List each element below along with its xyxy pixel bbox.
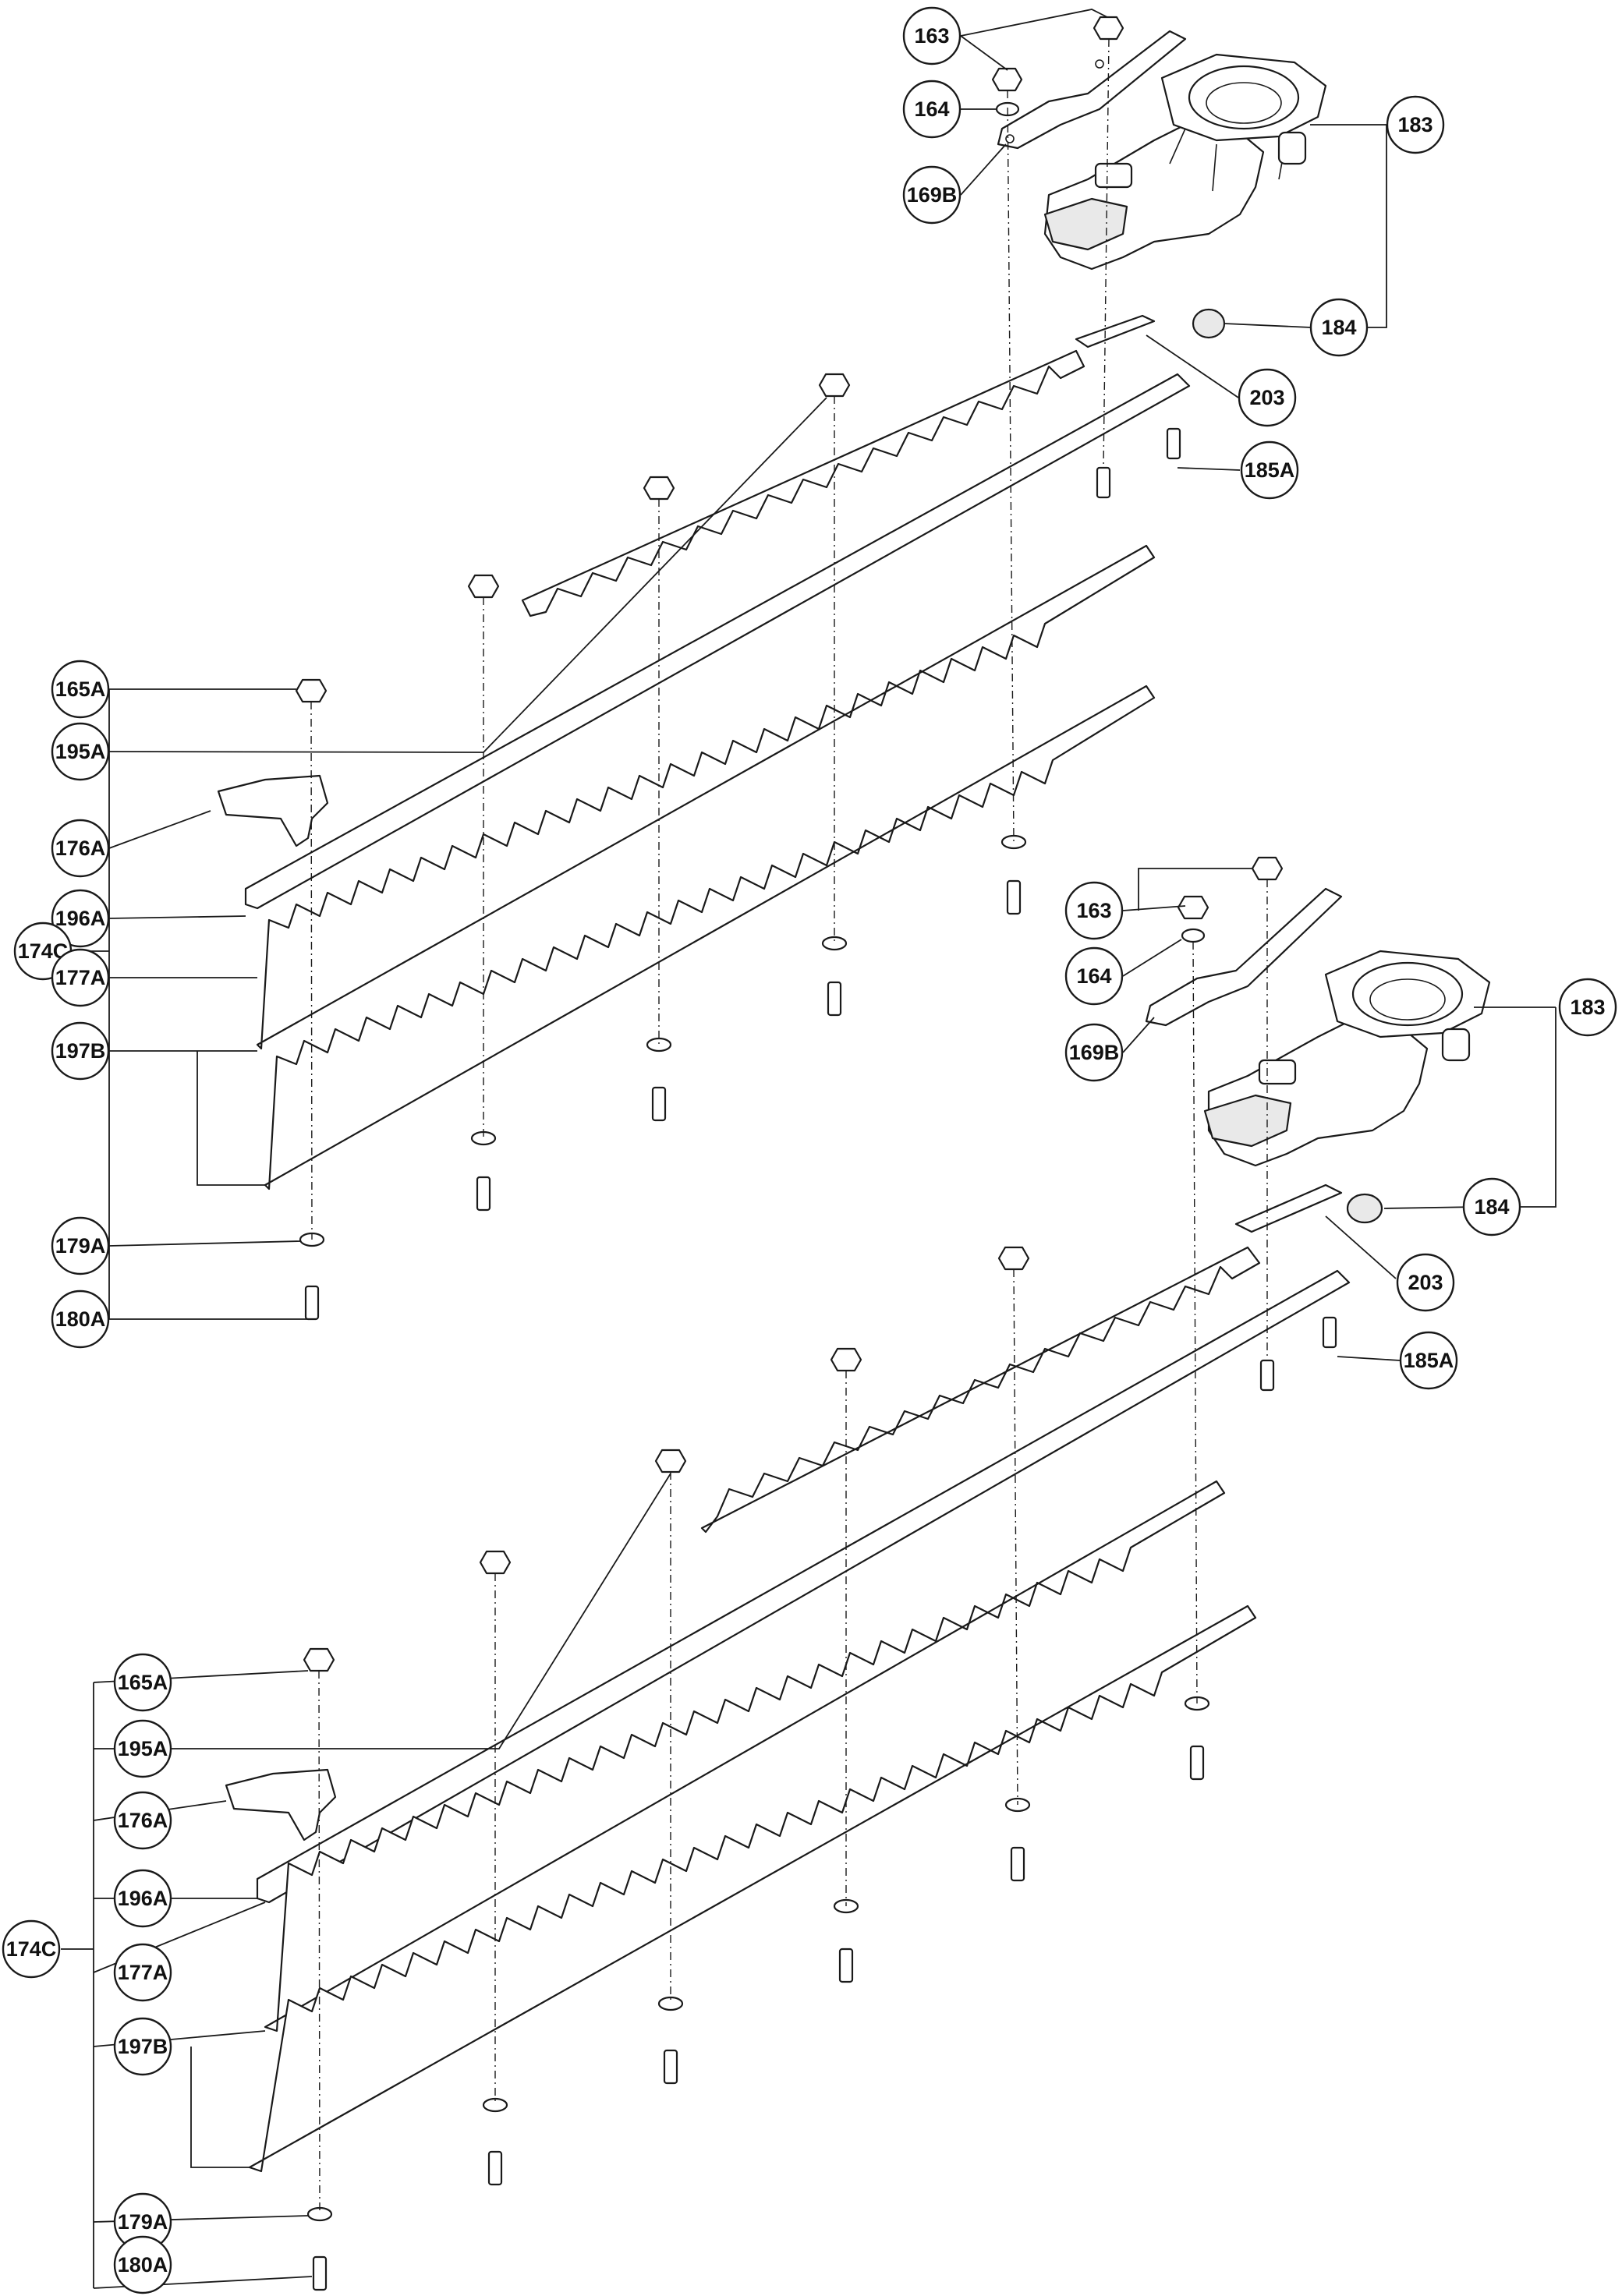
nut	[479, 1550, 512, 1575]
callout-164: 164	[902, 80, 962, 139]
lower-blade-b	[264, 685, 1156, 1190]
svg-text:165A: 165A	[55, 677, 106, 701]
svg-text:184: 184	[1474, 1195, 1509, 1219]
bearing-lower	[1346, 1193, 1383, 1224]
nut-and-washer	[991, 16, 1124, 117]
svg-text:185A: 185A	[1245, 458, 1295, 482]
callout-179A: 179A	[51, 1216, 110, 1275]
slider-plate	[1075, 314, 1156, 348]
callout-203: 203	[1238, 368, 1297, 427]
callout-196A-lower: 196A	[113, 1869, 172, 1928]
nut-lower-a	[1251, 856, 1284, 881]
callout-195A-lower: 195A	[113, 1719, 172, 1778]
callout-180A-lower: 180A	[113, 2235, 172, 2294]
callout-196A: 196A	[51, 889, 110, 948]
svg-text:196A: 196A	[55, 907, 106, 930]
callout-180A: 180A	[51, 1290, 110, 1349]
svg-text:197B: 197B	[55, 1039, 106, 1063]
callout-184: 184	[1309, 298, 1369, 357]
bearing	[1192, 308, 1226, 339]
spacer-lower	[225, 1768, 337, 1841]
svg-text:164: 164	[1076, 964, 1111, 988]
nuts-row-lower	[303, 1246, 1030, 1672]
callout-174C-lower: 174C	[2, 1919, 61, 1979]
callout-163-lower: 163	[1064, 881, 1124, 940]
callout-197B: 197B	[51, 1021, 110, 1081]
callout-169B-lower: 169B	[1064, 1023, 1124, 1082]
blade-holder-lower	[1145, 887, 1343, 1027]
callout-197B-lower: 197B	[113, 2017, 172, 2076]
callout-203-lower: 203	[1396, 1253, 1455, 1312]
assembly-top: 163 164 169B 183 184 203 185A 165A 195A …	[13, 6, 1445, 1349]
svg-text:197B: 197B	[118, 2035, 168, 2058]
callout-163: 163	[902, 6, 962, 65]
upper-blade	[521, 349, 1085, 617]
callout-165A: 165A	[51, 660, 110, 719]
svg-text:179A: 179A	[118, 2210, 168, 2234]
svg-text:196A: 196A	[118, 1887, 168, 1910]
callout-185A: 185A	[1240, 440, 1299, 500]
svg-text:180A: 180A	[118, 2253, 168, 2277]
svg-text:163: 163	[914, 24, 949, 48]
svg-text:176A: 176A	[118, 1809, 168, 1832]
svg-text:174C: 174C	[6, 1937, 57, 1961]
nut-lower-b	[1177, 895, 1209, 920]
svg-text:169B: 169B	[1069, 1041, 1120, 1064]
svg-text:163: 163	[1076, 899, 1111, 922]
callout-176A: 176A	[51, 819, 110, 878]
callout-195A: 195A	[51, 722, 110, 781]
nuts-row	[295, 373, 851, 703]
svg-text:177A: 177A	[55, 966, 106, 989]
spacer	[217, 774, 329, 847]
callout-179A-lower: 179A	[113, 2192, 172, 2252]
assembly-bottom: 163 164 169B 183 184 203 185A 165A 195A …	[2, 856, 1617, 2294]
guide-plate	[244, 373, 1191, 910]
assembly-axes-bottom	[318, 879, 1268, 2215]
callout-176A-lower: 176A	[113, 1791, 172, 1850]
lower-blade-a	[256, 544, 1156, 1050]
svg-text:183: 183	[1397, 113, 1433, 136]
lower-blade-lower-b	[248, 1604, 1257, 2173]
guide-plate-lower	[256, 1269, 1351, 1904]
gear-case	[1043, 53, 1327, 271]
svg-text:169B: 169B	[907, 183, 958, 207]
svg-text:180A: 180A	[55, 1307, 106, 1331]
svg-text:203: 203	[1408, 1271, 1443, 1294]
upper-blade-lower	[700, 1246, 1261, 1534]
callout-177A-lower: 177A	[113, 1943, 172, 2002]
svg-text:183: 183	[1570, 996, 1605, 1019]
svg-text:184: 184	[1321, 316, 1356, 339]
callout-177A: 177A	[51, 948, 110, 1007]
callout-164-lower: 164	[1064, 946, 1124, 1006]
callout-184-lower: 184	[1462, 1177, 1521, 1236]
slider-plate-lower	[1234, 1183, 1343, 1233]
callout-169B: 169B	[902, 165, 962, 225]
svg-text:165A: 165A	[118, 1671, 168, 1694]
svg-text:177A: 177A	[118, 1961, 168, 1984]
svg-text:185A: 185A	[1404, 1349, 1454, 1372]
svg-text:179A: 179A	[55, 1234, 106, 1258]
svg-text:195A: 195A	[118, 1737, 168, 1760]
washer-lower	[1181, 928, 1206, 943]
svg-text:164: 164	[914, 97, 949, 121]
callout-185A-lower: 185A	[1399, 1331, 1458, 1390]
blade-holder	[997, 30, 1187, 150]
assembly-axes-top	[310, 38, 1110, 1240]
svg-text:203: 203	[1249, 386, 1284, 409]
gear-case-lower	[1203, 950, 1491, 1167]
svg-text:176A: 176A	[55, 837, 106, 860]
callout-183-lower: 183	[1558, 978, 1617, 1037]
lower-blade-lower-a	[264, 1480, 1226, 2032]
callout-165A-lower: 165A	[113, 1653, 172, 1712]
callout-183: 183	[1386, 95, 1445, 154]
svg-text:195A: 195A	[55, 740, 106, 763]
